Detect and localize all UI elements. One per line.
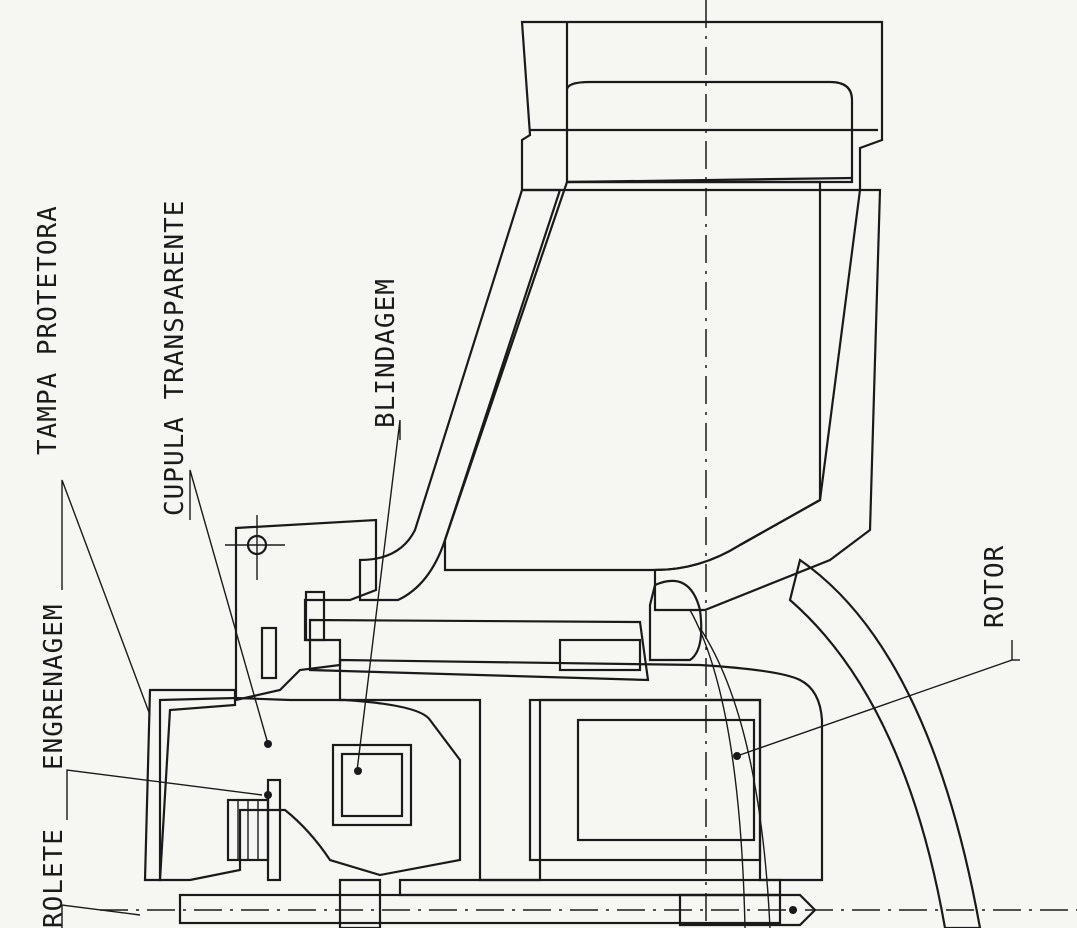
label-rolete: ROLETE [39, 828, 69, 928]
shaft-assembly [178, 878, 817, 928]
cover-block [225, 515, 378, 702]
label-engrenagem: ENGRENAGEM [39, 603, 69, 770]
label-cupula-transparente: CUPULA TRANSPARENTE [160, 200, 190, 516]
gear-marker [264, 791, 272, 799]
label-rotor: ROTOR [980, 545, 1010, 628]
shield-marker [354, 767, 362, 775]
label-blindagem: BLINDAGEM [371, 278, 401, 428]
shield-box [331, 743, 413, 827]
volute-casing [689, 558, 982, 928]
rotor-housing [338, 658, 824, 882]
label-tampa-protetora: TAMPA PROTETORA [33, 205, 63, 455]
transparent-dome [143, 688, 462, 882]
impeller-disk [308, 579, 703, 682]
gear-assembly [226, 778, 282, 882]
elbow-body [358, 176, 882, 612]
shaft-marker [789, 906, 797, 914]
inlet-flange [520, 20, 884, 192]
leader-lines [61, 419, 1020, 928]
